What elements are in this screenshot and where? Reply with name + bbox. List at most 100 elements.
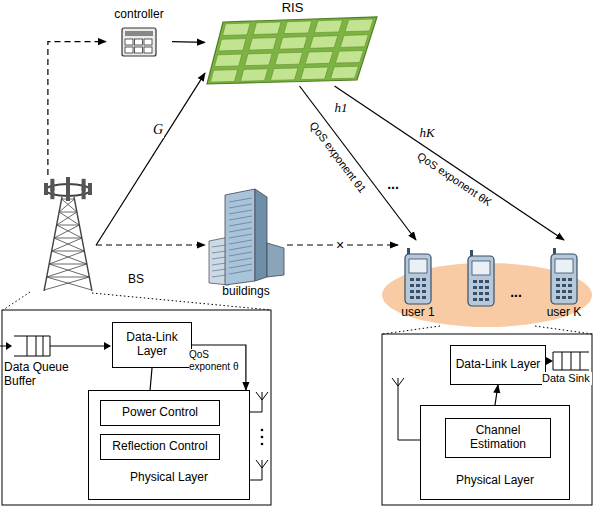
path-shape (212, 269, 226, 271)
rect-shape (144, 47, 152, 53)
ris-element (335, 51, 363, 64)
g-shape (212, 198, 252, 277)
rect-shape (473, 292, 477, 295)
rect-shape (416, 284, 420, 287)
path-shape (212, 257, 226, 259)
path-shape (44, 177, 92, 291)
free-label: Data Queue Buffer (4, 361, 76, 389)
rect-shape (422, 296, 426, 299)
rect-shape (125, 39, 133, 45)
rect-shape (422, 278, 426, 281)
ris-element (314, 20, 342, 33)
base-station-art (22, 175, 96, 292)
rect-shape (485, 286, 489, 289)
rect-shape (125, 31, 153, 36)
path-shape (27, 336, 43, 356)
node-label: Physical Layer (421, 474, 569, 488)
link-arrow (172, 41, 205, 43)
antenna-panel (88, 183, 92, 195)
rect-shape (479, 292, 483, 295)
ris-element (301, 67, 329, 80)
path-shape (229, 246, 252, 250)
rect-shape (473, 280, 477, 283)
path-shape (212, 251, 226, 253)
building (225, 189, 255, 285)
rect-shape (555, 259, 573, 273)
path-shape (3, 292, 30, 310)
antenna-panel (66, 189, 70, 201)
rect-shape (568, 296, 572, 299)
path-shape (229, 270, 252, 274)
path-shape (49, 251, 87, 264)
user-node: user K (544, 240, 584, 322)
process-box: Reflection Control (100, 434, 220, 460)
node-label: Data-Link Layer (452, 358, 545, 372)
free-label: Data Sink (542, 372, 592, 385)
node-label: RIS (205, 1, 380, 16)
path-shape (52, 238, 85, 251)
rect-shape (485, 280, 489, 283)
link-arrow (335, 86, 565, 240)
path-shape (47, 264, 90, 277)
path-shape (229, 240, 252, 244)
ris-element (284, 21, 312, 34)
edge-label: × (335, 237, 345, 253)
arrow-head (104, 342, 111, 350)
rect-shape (473, 298, 477, 301)
rect-shape (562, 296, 566, 299)
ris-element (249, 38, 277, 51)
ris-element (215, 54, 242, 67)
rect-shape (562, 278, 566, 281)
path-shape (229, 204, 252, 208)
path-shape (562, 352, 580, 370)
rect-shape (556, 284, 560, 287)
bs-detail-frame (2, 310, 271, 505)
circle-shape (261, 443, 264, 446)
link-arrow (96, 73, 205, 245)
path-shape (229, 258, 252, 262)
data-sink-queue (540, 352, 589, 370)
ris-element (279, 37, 307, 50)
ris-element (245, 53, 273, 65)
path-shape (212, 245, 226, 247)
controller-icon (122, 28, 156, 56)
rect-shape (410, 278, 414, 281)
edge-label: G (152, 122, 164, 138)
node-label: user K (536, 306, 592, 320)
ris-element (241, 69, 268, 82)
user-node: user 1 (398, 240, 438, 322)
rect-shape (568, 290, 572, 293)
user-detail-frame (382, 334, 592, 505)
free-label: ... (386, 176, 400, 192)
ris-element (219, 39, 247, 52)
tower (44, 177, 92, 291)
path-shape (250, 392, 268, 412)
buildings-node-art (205, 185, 287, 285)
antenna-panel (50, 179, 54, 191)
free-label: QoS exponent θK (414, 149, 495, 209)
rect-shape (556, 296, 560, 299)
free-label: ... (509, 284, 523, 300)
rect-shape (468, 256, 494, 306)
free-label: QoS exponent θ1 (307, 118, 370, 196)
rect-shape (479, 298, 483, 301)
rect-shape (410, 290, 414, 293)
queue-buffer (0, 336, 110, 356)
path-shape (50, 346, 110, 347)
zoom-lines (3, 292, 592, 334)
process-box: Data-Link Layer (450, 345, 546, 385)
rect-shape (409, 259, 427, 273)
process-box: Power Control (100, 400, 220, 426)
rect-shape (562, 290, 566, 293)
antenna-panel (66, 177, 70, 189)
path-shape (535, 326, 592, 334)
node-label: Reflection Control (108, 440, 211, 454)
antenna-symbol (392, 378, 420, 440)
path-shape (229, 210, 252, 214)
mobile-phone (551, 248, 577, 304)
rect-shape (551, 254, 577, 304)
path-shape (229, 234, 252, 238)
path-shape (250, 460, 268, 480)
ris-element (211, 70, 238, 83)
dashed-link (96, 244, 205, 245)
